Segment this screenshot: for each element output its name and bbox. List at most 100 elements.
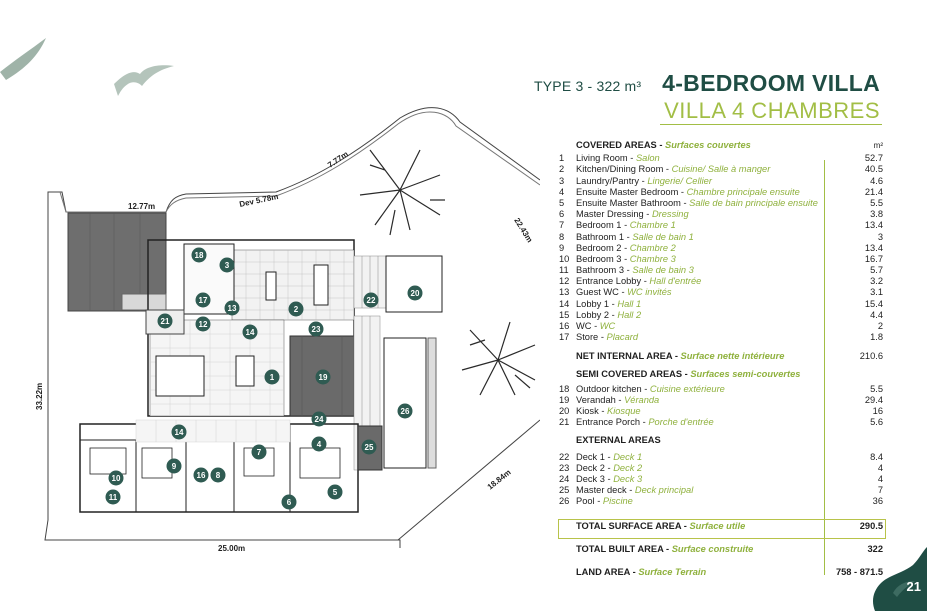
svg-text:10: 10 bbox=[112, 474, 121, 483]
room-number: 23 bbox=[559, 462, 570, 473]
page-subtitle: VILLA 4 CHAMBRES bbox=[664, 98, 880, 123]
marker-3: 3 bbox=[219, 257, 235, 273]
marker-6: 6 bbox=[281, 494, 297, 510]
room-number: 3 bbox=[559, 175, 565, 186]
room-number: 17 bbox=[559, 332, 570, 343]
marker-7: 7 bbox=[251, 444, 267, 460]
svg-text:13: 13 bbox=[228, 304, 237, 313]
svg-text:7: 7 bbox=[257, 448, 262, 457]
marker-11: 11 bbox=[105, 489, 121, 505]
room-label: Bedroom 1 - Chambre 1 bbox=[576, 220, 676, 231]
room-label: Bedroom 2 - Chambre 2 bbox=[576, 242, 676, 253]
total-built-row: TOTAL BUILT AREA - Surface construite 32… bbox=[576, 543, 883, 554]
room-label: Pool - Piscine bbox=[576, 496, 633, 507]
room-area: 2 bbox=[877, 321, 883, 331]
room-label: Deck 1 - Deck 1 bbox=[576, 451, 643, 462]
room-area: 5.5 bbox=[870, 383, 883, 394]
marker-14-b: 14 bbox=[171, 424, 187, 440]
marker-14-a: 14 bbox=[242, 324, 258, 340]
beds bbox=[89, 447, 341, 479]
room-number: 16 bbox=[559, 321, 570, 331]
room-area: 29.4 bbox=[864, 394, 883, 405]
room-label: Ensuite Master Bathroom - Salle de bain … bbox=[576, 197, 818, 208]
room-label: Entrance Lobby - Hall d'entrée bbox=[576, 276, 702, 287]
svg-text:22: 22 bbox=[367, 296, 376, 305]
svg-text:25: 25 bbox=[365, 443, 374, 452]
dim-left: 33.22m bbox=[35, 383, 44, 410]
room-label: Deck 2 - Deck 2 bbox=[576, 462, 643, 473]
room-area: 4.4 bbox=[870, 309, 883, 320]
room-number: 7 bbox=[559, 220, 565, 231]
room-area: 16 bbox=[872, 406, 883, 417]
marker-13: 13 bbox=[224, 300, 240, 316]
covered-row: 7 Bedroom 1 - Chambre 1 13.4 bbox=[559, 220, 887, 231]
svg-text:5: 5 bbox=[333, 488, 338, 497]
room-label: Lobby 1 - Hall 1 bbox=[576, 298, 642, 309]
marker-10: 10 bbox=[108, 470, 124, 486]
room-area: 52.7 bbox=[864, 153, 883, 164]
svg-text:9: 9 bbox=[172, 462, 177, 471]
svg-text:23: 23 bbox=[312, 325, 321, 334]
kiosk bbox=[385, 255, 443, 313]
room-area: 3.8 bbox=[870, 209, 883, 220]
bird-decoration-large bbox=[0, 38, 46, 80]
page-title: 4-BEDROOM VILLA bbox=[662, 70, 880, 96]
room-number: 21 bbox=[559, 417, 570, 428]
room-area: 13.4 bbox=[864, 220, 883, 231]
room-number: 14 bbox=[559, 298, 570, 309]
room-number: 18 bbox=[559, 383, 570, 394]
land-area-row: LAND AREA - Surface Terrain 758 - 871.5 bbox=[576, 567, 883, 577]
svg-text:16: 16 bbox=[197, 471, 206, 480]
sofa bbox=[155, 355, 205, 397]
parking-pavers bbox=[121, 293, 167, 311]
room-area: 15.4 bbox=[864, 298, 883, 309]
room-label: Master deck - Deck principal bbox=[576, 485, 694, 496]
svg-text:14: 14 bbox=[246, 328, 255, 337]
svg-text:24: 24 bbox=[315, 415, 324, 424]
room-number: 10 bbox=[559, 253, 570, 264]
room-number: 24 bbox=[559, 474, 570, 485]
svg-text:12: 12 bbox=[199, 320, 208, 329]
marker-20: 20 bbox=[407, 285, 423, 301]
marker-9: 9 bbox=[166, 458, 182, 474]
room-number: 22 bbox=[559, 451, 570, 462]
svg-text:14: 14 bbox=[175, 428, 184, 437]
room-label: Lobby 2 - Hall 2 bbox=[576, 309, 642, 320]
marker-26: 26 bbox=[397, 403, 413, 419]
marker-18: 18 bbox=[191, 247, 207, 263]
room-area: 36 bbox=[872, 496, 883, 507]
room-label: Living Room - Salon bbox=[576, 153, 660, 164]
svg-text:17: 17 bbox=[199, 296, 208, 305]
marker-8: 8 bbox=[210, 467, 226, 483]
marker-24: 24 bbox=[311, 411, 327, 427]
room-area: 40.5 bbox=[864, 164, 883, 175]
room-number: 13 bbox=[559, 287, 570, 298]
room-area: 5.7 bbox=[870, 265, 883, 276]
room-label: Kiosk - Kiosque bbox=[576, 406, 641, 417]
room-number: 26 bbox=[559, 496, 570, 507]
page-number: 21 bbox=[906, 579, 921, 594]
kitchen-island bbox=[265, 271, 277, 301]
room-label: Ensuite Master Bedroom - Chambre princip… bbox=[576, 186, 800, 197]
room-label: Master Dressing - Dressing bbox=[576, 209, 689, 220]
room-label: Bathroom 3 - Salle de bain 3 bbox=[576, 265, 694, 276]
marker-4: 4 bbox=[311, 436, 327, 452]
svg-text:8: 8 bbox=[216, 471, 221, 480]
site-boundary bbox=[44, 107, 540, 548]
room-number: 25 bbox=[559, 485, 570, 496]
svg-text:4: 4 bbox=[317, 440, 322, 449]
marker-16: 16 bbox=[193, 467, 209, 483]
room-number: 19 bbox=[559, 394, 570, 405]
